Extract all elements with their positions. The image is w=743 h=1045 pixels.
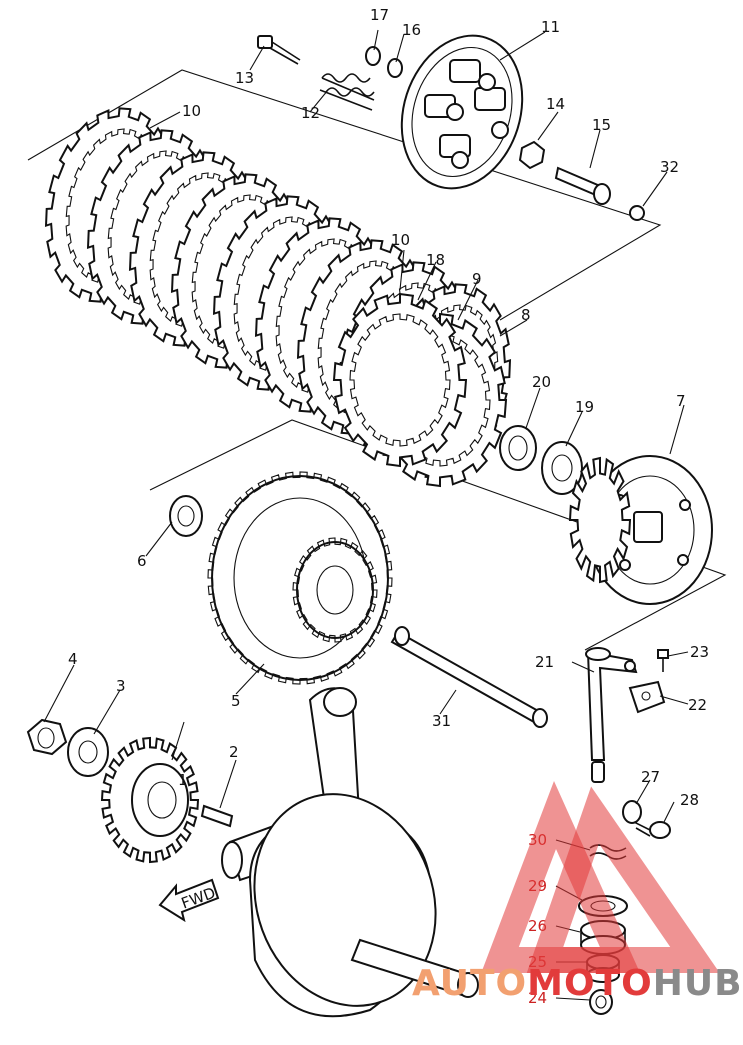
middle-group-boundary [149, 419, 727, 651]
callout-6: 6 [137, 552, 147, 570]
nut-24 [589, 989, 613, 1015]
screw-23 [657, 649, 669, 672]
callout-11: 11 [541, 18, 560, 36]
callout-4: 4 [68, 650, 78, 668]
washer-17 [365, 46, 381, 66]
clutch-housing-5 [207, 471, 393, 685]
callout-3: 3 [116, 677, 126, 695]
watermark-auto: AUTO [412, 963, 527, 1004]
callout-8: 8 [521, 306, 531, 324]
watermark-hub: HUB [653, 963, 743, 1004]
friction-plate-stack [44, 107, 512, 488]
bracket-22 [628, 680, 666, 714]
callout-15: 15 [592, 116, 611, 134]
nut-20 [499, 425, 537, 471]
callout-17: 17 [370, 6, 389, 24]
callout-labels: 1 2 3 4 5 6 7 8 9 10 10 11 12 13 14 15 1… [68, 6, 709, 1007]
push-lever-21 [585, 647, 638, 783]
fwd-label: FWD [179, 884, 218, 913]
crankshaft [221, 687, 479, 1018]
lock-washer-3 [67, 727, 109, 777]
housing-gear-teeth [207, 471, 393, 685]
callout-21: 21 [535, 653, 554, 671]
gear-7-teeth [568, 456, 632, 584]
callout-10-lower: 10 [391, 231, 410, 249]
callout-12: 12 [301, 104, 320, 122]
clutch-boss-7 [568, 455, 713, 605]
callout-10-upper: 10 [182, 102, 201, 120]
washer-27 [622, 800, 642, 824]
watermark-logo: AUTOMOTOHUB [412, 780, 743, 1004]
callout-2: 2 [229, 743, 239, 761]
thrust-washer-6 [169, 495, 203, 537]
clutch-plate-9 [332, 292, 468, 468]
callout-24: 24 [528, 989, 547, 1007]
pressure-plate [400, 34, 524, 190]
callout-1: 1 [178, 771, 188, 789]
callout-27: 27 [641, 768, 660, 786]
watermark-moto: MOTO [527, 963, 653, 1004]
callout-5: 5 [231, 692, 241, 710]
leader-lines [43, 29, 689, 1001]
callout-9: 9 [472, 270, 482, 288]
primary-drive-gear-1 [100, 736, 200, 864]
nut-14 [518, 140, 546, 170]
push-rod-31 [390, 626, 548, 728]
callout-19: 19 [575, 398, 594, 416]
washer-16 [387, 58, 403, 78]
nut-4 [26, 718, 68, 756]
watermark-triangle-right [526, 786, 720, 973]
callout-7: 7 [676, 392, 686, 410]
ball-32 [629, 205, 645, 221]
housing-inner-gear [292, 537, 378, 643]
bolt-13 [257, 35, 301, 65]
callout-16: 16 [402, 21, 421, 39]
callout-32: 32 [660, 158, 679, 176]
callout-18: 18 [426, 251, 445, 269]
callout-14: 14 [546, 95, 565, 113]
push-rod-15 [554, 166, 611, 205]
callout-22: 22 [688, 696, 707, 714]
svg-text:AUTOMOTOHUB: AUTOMOTOHUB [412, 963, 743, 1004]
spring-12 [319, 73, 375, 111]
screw-28 [633, 821, 671, 839]
callout-20: 20 [532, 373, 551, 391]
callout-28: 28 [680, 791, 699, 809]
callout-23: 23 [690, 643, 709, 661]
key-2 [200, 804, 234, 828]
callout-31: 31 [432, 712, 451, 730]
lock-washer-19 [541, 441, 583, 495]
callout-13: 13 [235, 69, 254, 87]
fwd-arrow-icon: FWD [158, 878, 220, 923]
